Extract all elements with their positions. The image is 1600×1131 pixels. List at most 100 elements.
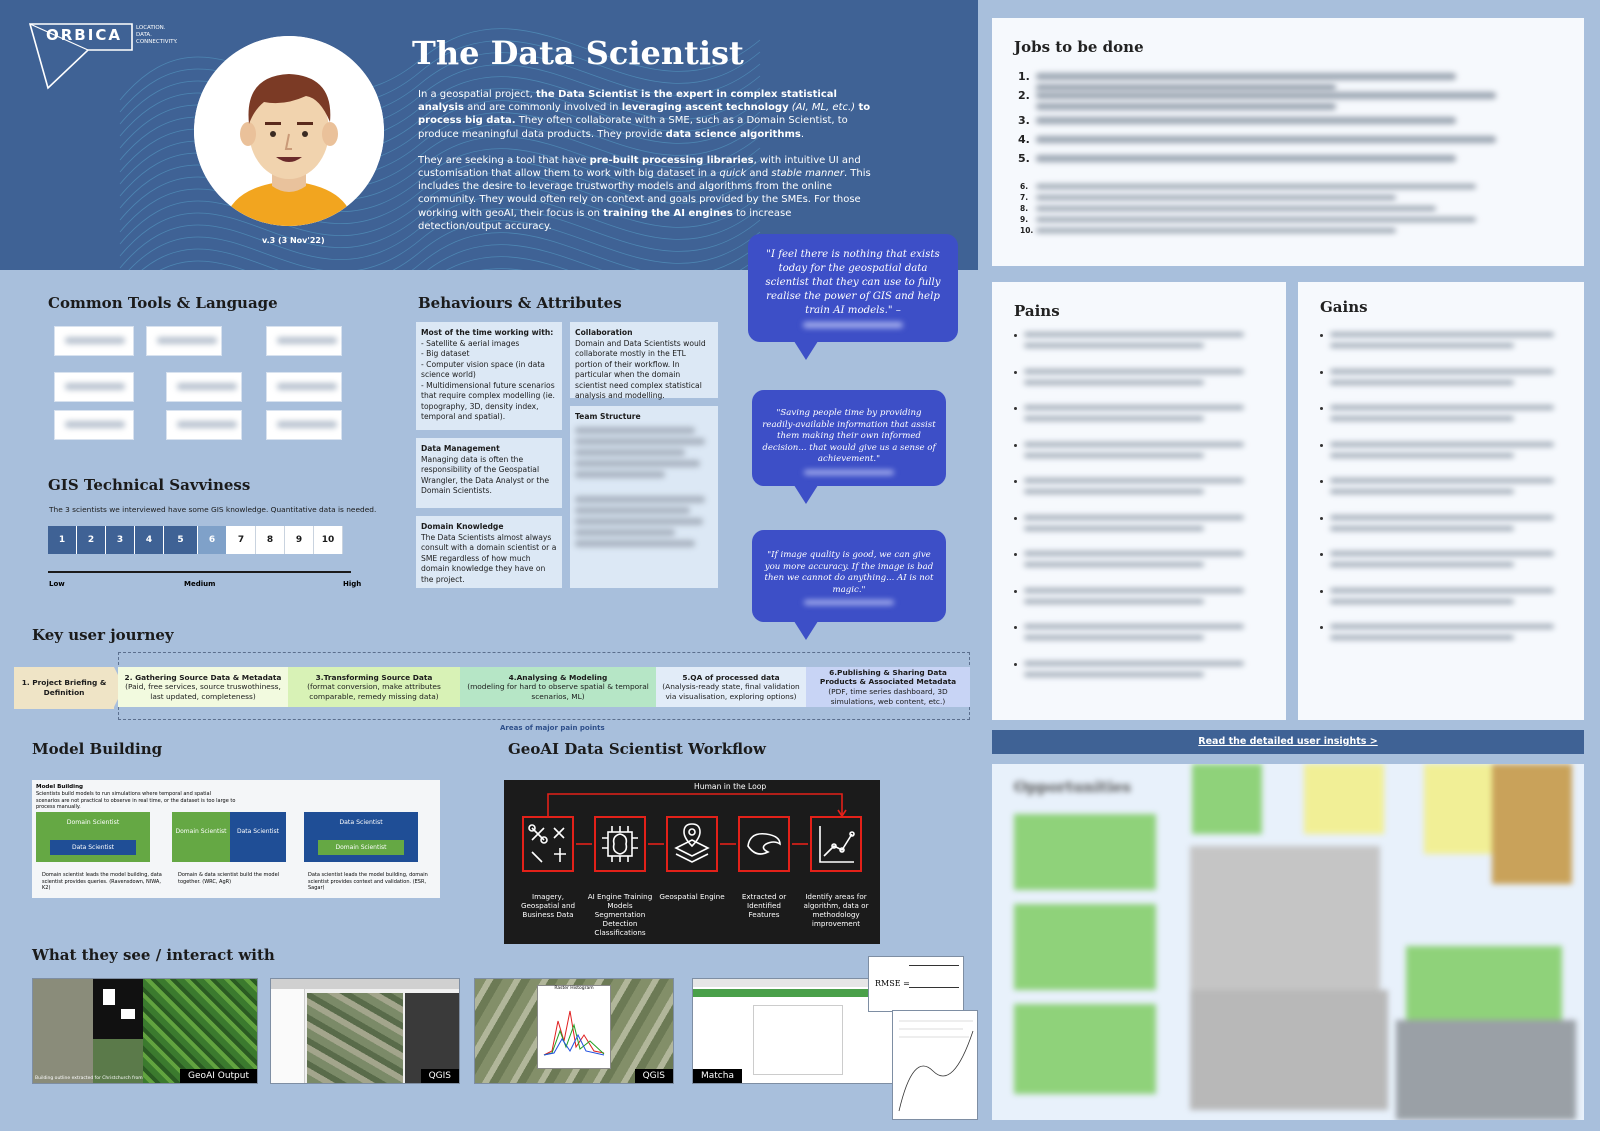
layers-pin-icon [666, 816, 718, 872]
scale-high-label: High [343, 580, 362, 588]
gains-panel: Gains [1298, 282, 1584, 720]
quote-bubble-3: "If image quality is good, we can give y… [752, 530, 946, 640]
behaviours-title: Behaviours & Attributes [418, 294, 622, 312]
quote-bubble-2: "Saving people time by providing readily… [752, 390, 946, 504]
quote-bubble-1: "I feel there is nothing that exists tod… [748, 234, 958, 360]
savviness-level-3: 3 [106, 526, 135, 554]
model-building-title: Model Building [32, 740, 163, 758]
workflow-title: GeoAI Data Scientist Workflow [508, 740, 766, 758]
journey-step-4: 4.Analysing & Modeling(modeling for hard… [460, 667, 656, 707]
version-label: v.3 (3 Nov'22) [262, 236, 325, 245]
savviness-level-6: 6 [198, 526, 227, 554]
jobs-title: Jobs to be done [1014, 38, 1144, 56]
geoai-output-screenshot[interactable]: Building outline extracted for Christchu… [32, 978, 258, 1084]
journey-step-2: 2. Gathering Source Data & Metadata(Paid… [118, 667, 288, 707]
model-variant-shared-data: Data Scientist [230, 812, 286, 862]
bullet [1014, 407, 1017, 410]
tool-chip [166, 372, 242, 402]
workflow-label-5: Identify areas for algorithm, data or me… [803, 892, 869, 928]
savviness-level-2: 2 [77, 526, 106, 554]
drone-icon [522, 816, 574, 872]
logo-text: ORBICA [46, 26, 122, 44]
data-management-card: Data Management Managing data is often t… [416, 438, 562, 508]
savviness-level-7: 7 [227, 526, 256, 554]
savviness-axis [48, 571, 351, 573]
tool-chip [166, 410, 242, 440]
interact-title: What they see / interact with [32, 946, 275, 964]
model-variant-shared-domain: Domain Scientist [172, 812, 230, 862]
bullet [1014, 589, 1017, 593]
job-number: 5. [1018, 152, 1030, 165]
bullet [1014, 370, 1017, 374]
geoai-workflow-diagram: Human in the Loop Imagery, Geospatial [504, 780, 880, 944]
opportunities-title: Opportunities [1014, 778, 1132, 796]
pains-panel: Pains [992, 282, 1286, 720]
tool-chip [54, 372, 134, 402]
workflow-label-1: Imagery, Geospatial and Business Data [520, 892, 576, 919]
savviness-level-1: 1 [48, 526, 77, 554]
bullet [1320, 589, 1323, 593]
collaboration-card: Collaboration Domain and Data Scientists… [570, 322, 718, 400]
brain-chip-icon [594, 816, 646, 872]
human-loop-label: Human in the Loop [694, 782, 767, 791]
opportunities-board: Opportunities [992, 764, 1584, 1120]
workflow-label-4: Extracted or Identified Features [741, 892, 787, 919]
tool-chip [266, 372, 342, 402]
intro-paragraph-1: In a geospatial project, the Data Scient… [418, 89, 871, 140]
team-structure-card: Team Structure [570, 406, 718, 588]
journey-step-1: 1. Project Briefing & Definition [14, 667, 114, 709]
workflow-label-3: Geospatial Engine [659, 892, 725, 901]
job-number: 3. [1018, 114, 1030, 127]
job-number: 8. [1020, 204, 1029, 213]
tools-title: Common Tools & Language [48, 294, 278, 312]
model-variant-domain-led: Domain Scientist Data Scientist [36, 812, 150, 862]
qgis-screenshot-2[interactable]: Raster Histogram QGIS [474, 978, 674, 1084]
chart-line-icon [810, 816, 862, 872]
logo-mark [28, 23, 133, 90]
scale-medium-label: Medium [184, 580, 216, 588]
persona-avatar [194, 36, 384, 226]
scale-low-label: Low [49, 580, 65, 588]
domain-knowledge-card: Domain Knowledge The Data Scientists alm… [416, 516, 562, 588]
pains-title: Pains [1014, 302, 1060, 320]
bullet [1320, 370, 1323, 374]
tool-chip [266, 410, 342, 440]
map-shape-icon [738, 816, 790, 872]
bullet [1320, 553, 1323, 556]
savviness-level-10: 10 [314, 526, 343, 554]
savviness-title: GIS Technical Savviness [48, 476, 251, 494]
pain-points-note: Areas of major pain points [500, 724, 605, 732]
savviness-level-4: 4 [135, 526, 164, 554]
qgis-screenshot-1[interactable]: QGIS [270, 978, 460, 1084]
savviness-level-8: 8 [256, 526, 285, 554]
jobs-to-be-done-panel: Jobs to be done 1.2.3.4.5.6.7.8.9.10. [992, 18, 1584, 266]
paper-printout [892, 1010, 978, 1120]
journey-step-5: 5.QA of processed data(Analysis-ready st… [656, 667, 806, 707]
savviness-level-5: 5 [164, 526, 198, 554]
bullet [1014, 516, 1017, 520]
model-building-diagram: Model Building Scientists build models t… [32, 780, 440, 898]
job-number: 7. [1020, 193, 1029, 202]
bullet [1320, 334, 1323, 337]
tool-chip [146, 326, 222, 356]
job-number: 6. [1020, 182, 1029, 191]
tool-chip [54, 326, 134, 356]
bullet [1320, 626, 1323, 629]
job-number: 10. [1020, 226, 1034, 235]
savviness-level-9: 9 [285, 526, 314, 554]
read-user-insights-link[interactable]: Read the detailed user insights > [992, 730, 1584, 754]
tool-chip [266, 326, 342, 356]
bullet [1014, 553, 1017, 556]
bullet [1320, 480, 1323, 483]
bullet [1014, 443, 1017, 447]
bullet [1320, 443, 1323, 447]
gains-title: Gains [1320, 298, 1368, 316]
savviness-subtitle: The 3 scientists we interviewed have som… [49, 505, 377, 514]
job-number: 4. [1018, 133, 1030, 146]
job-number: 2. [1018, 89, 1030, 102]
persona-intro: In a geospatial project, the Data Scient… [418, 88, 878, 246]
bullet [1014, 662, 1017, 666]
matcha-screenshot[interactable]: Matcha [692, 978, 902, 1084]
